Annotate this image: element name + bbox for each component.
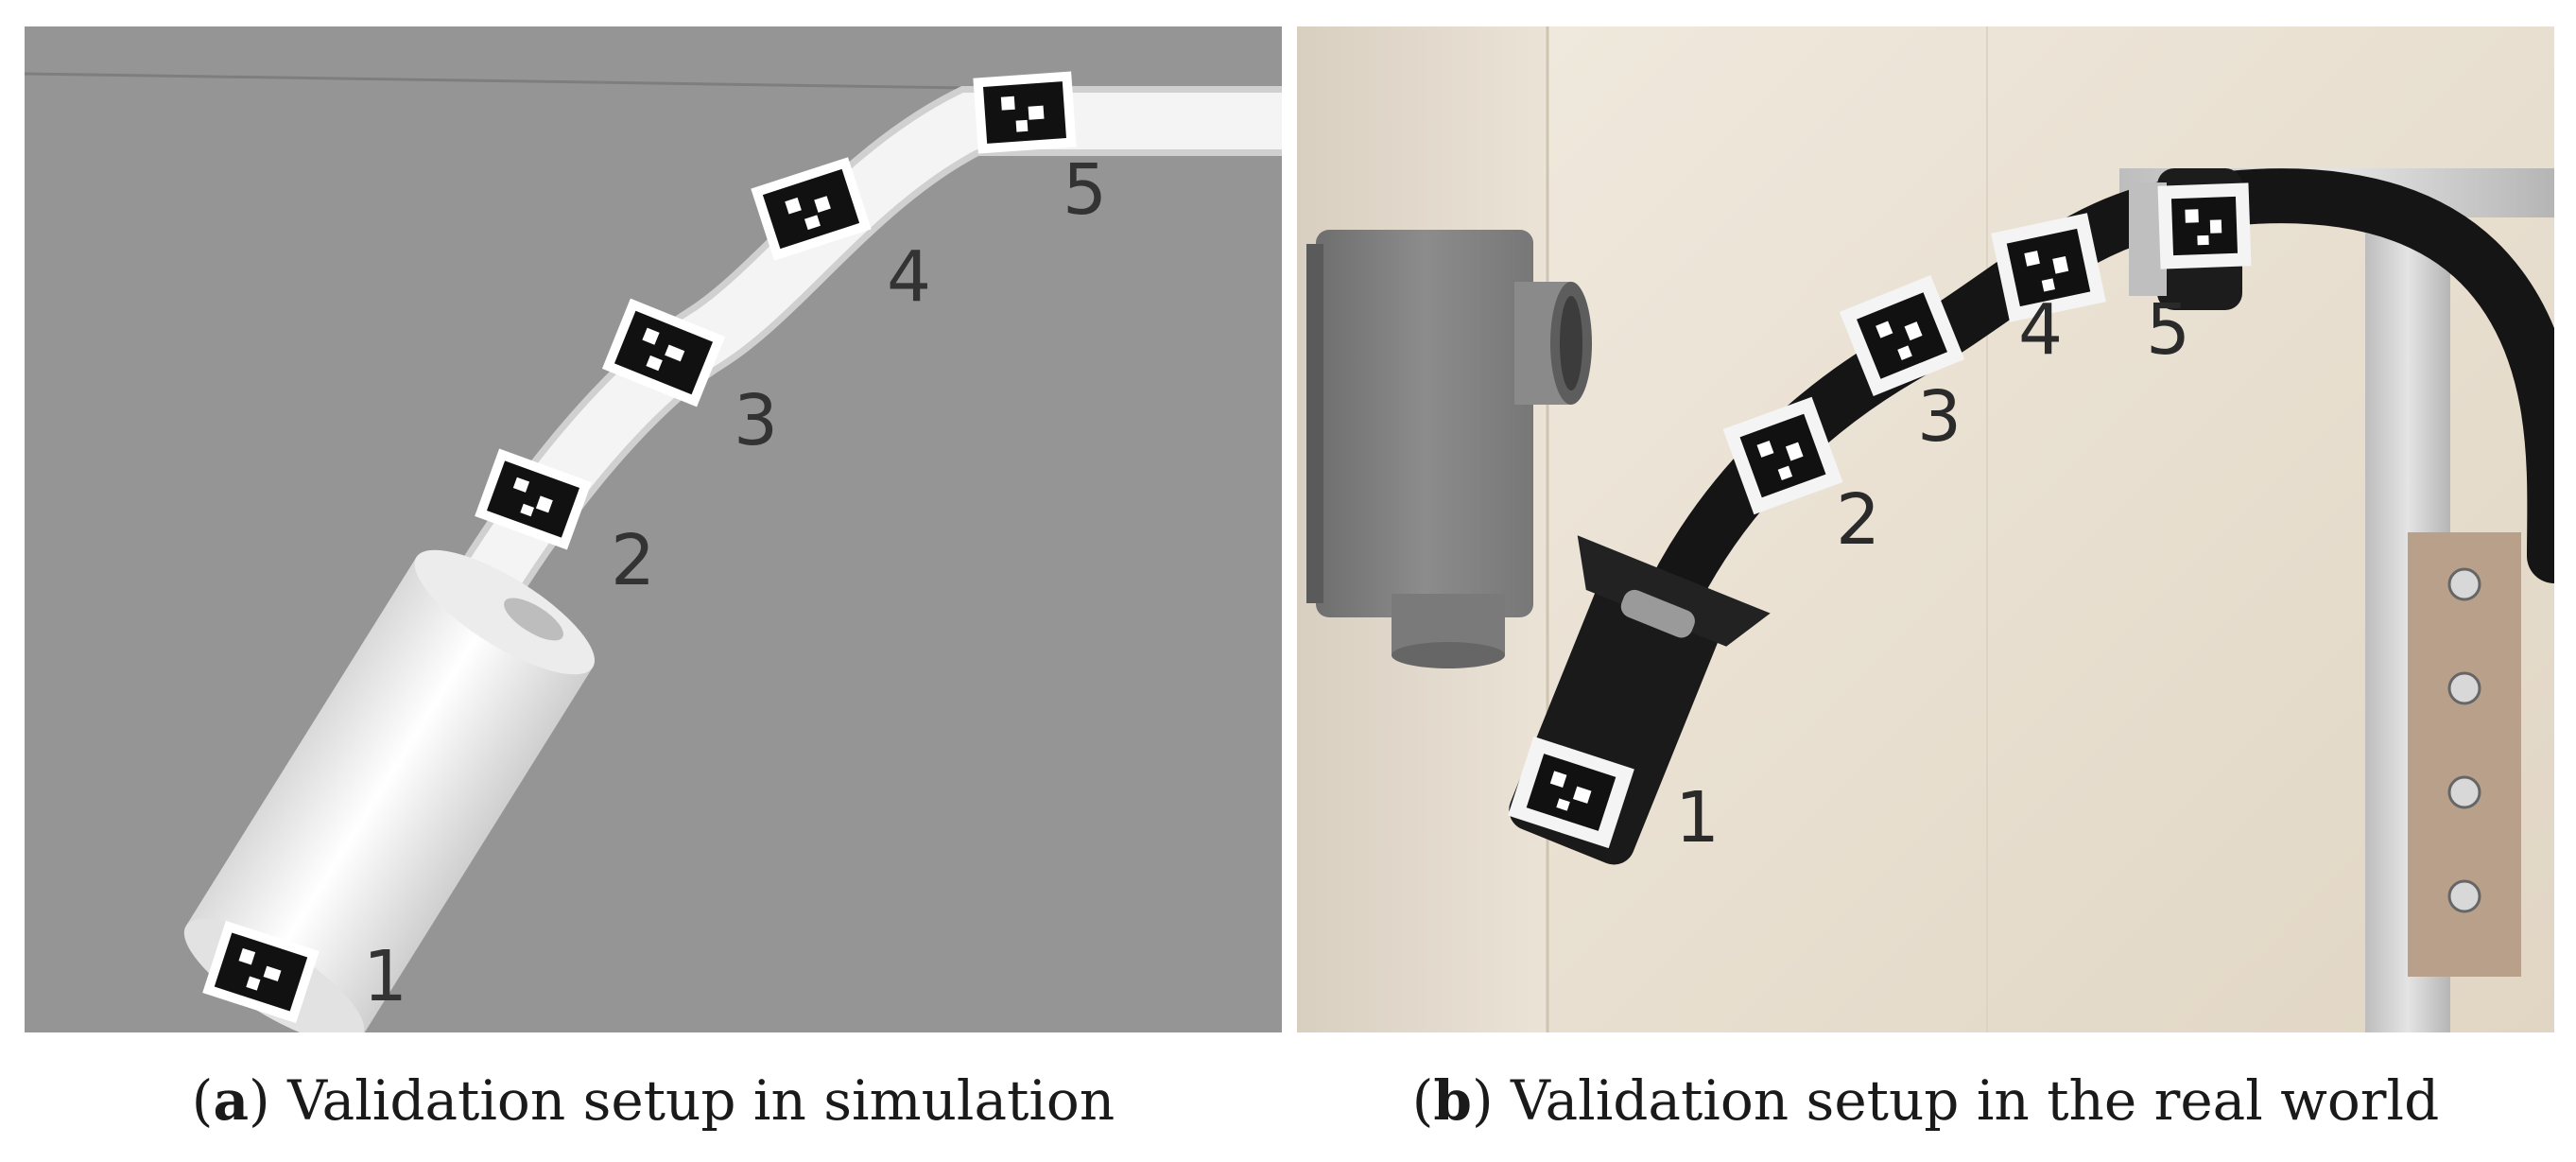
marker-tag-4 bbox=[751, 157, 872, 261]
aluminium-frame bbox=[2119, 168, 2554, 1032]
figure-panel-simulation: 1 2 3 4 5 bbox=[25, 26, 1282, 1032]
caption-a-open: ( bbox=[191, 1068, 214, 1133]
marker-tag-5 bbox=[973, 71, 1077, 154]
marker-label-2: 2 bbox=[611, 520, 655, 601]
marker-label-2: 2 bbox=[1836, 479, 1880, 561]
caption-simulation: (a) Validation setup in simulation bbox=[25, 1068, 1282, 1133]
marker-label-1: 1 bbox=[1675, 777, 1720, 858]
marker-label-3: 3 bbox=[1917, 376, 1962, 458]
marker-label-1: 1 bbox=[363, 936, 407, 1017]
caption-a-letter: a bbox=[213, 1068, 250, 1133]
marker-tag-1 bbox=[1508, 736, 1634, 849]
socket-box bbox=[1306, 230, 1592, 668]
marker-tag-3 bbox=[601, 298, 726, 408]
marker-tag-5 bbox=[2157, 182, 2252, 269]
simulation-render: 1 2 3 4 5 bbox=[25, 26, 1282, 1032]
marker-label-5: 5 bbox=[1063, 149, 1107, 231]
marker-label-5: 5 bbox=[2146, 289, 2190, 371]
marker-tag-2 bbox=[1722, 396, 1843, 515]
marker-tag-4 bbox=[1991, 213, 2106, 322]
marker-tag-3 bbox=[1839, 275, 1965, 396]
marker-tag-2 bbox=[475, 448, 592, 550]
real-world-photo: 1 2 3 4 5 bbox=[1297, 26, 2554, 1032]
marker-tag-1 bbox=[202, 920, 320, 1024]
caption-b-text: ) Validation setup in the real world bbox=[1471, 1068, 2440, 1133]
caption-b-open: ( bbox=[1411, 1068, 1434, 1133]
caption-a-text: ) Validation setup in simulation bbox=[249, 1068, 1115, 1133]
caption-b-letter: b bbox=[1433, 1068, 1472, 1133]
marker-label-4: 4 bbox=[887, 236, 931, 318]
marker-label-3: 3 bbox=[734, 380, 778, 461]
marker-label-4: 4 bbox=[2018, 289, 2063, 371]
figure-panel-real-world: 1 2 3 4 5 bbox=[1297, 26, 2554, 1032]
caption-real-world: (b) Validation setup in the real world bbox=[1297, 1068, 2554, 1133]
